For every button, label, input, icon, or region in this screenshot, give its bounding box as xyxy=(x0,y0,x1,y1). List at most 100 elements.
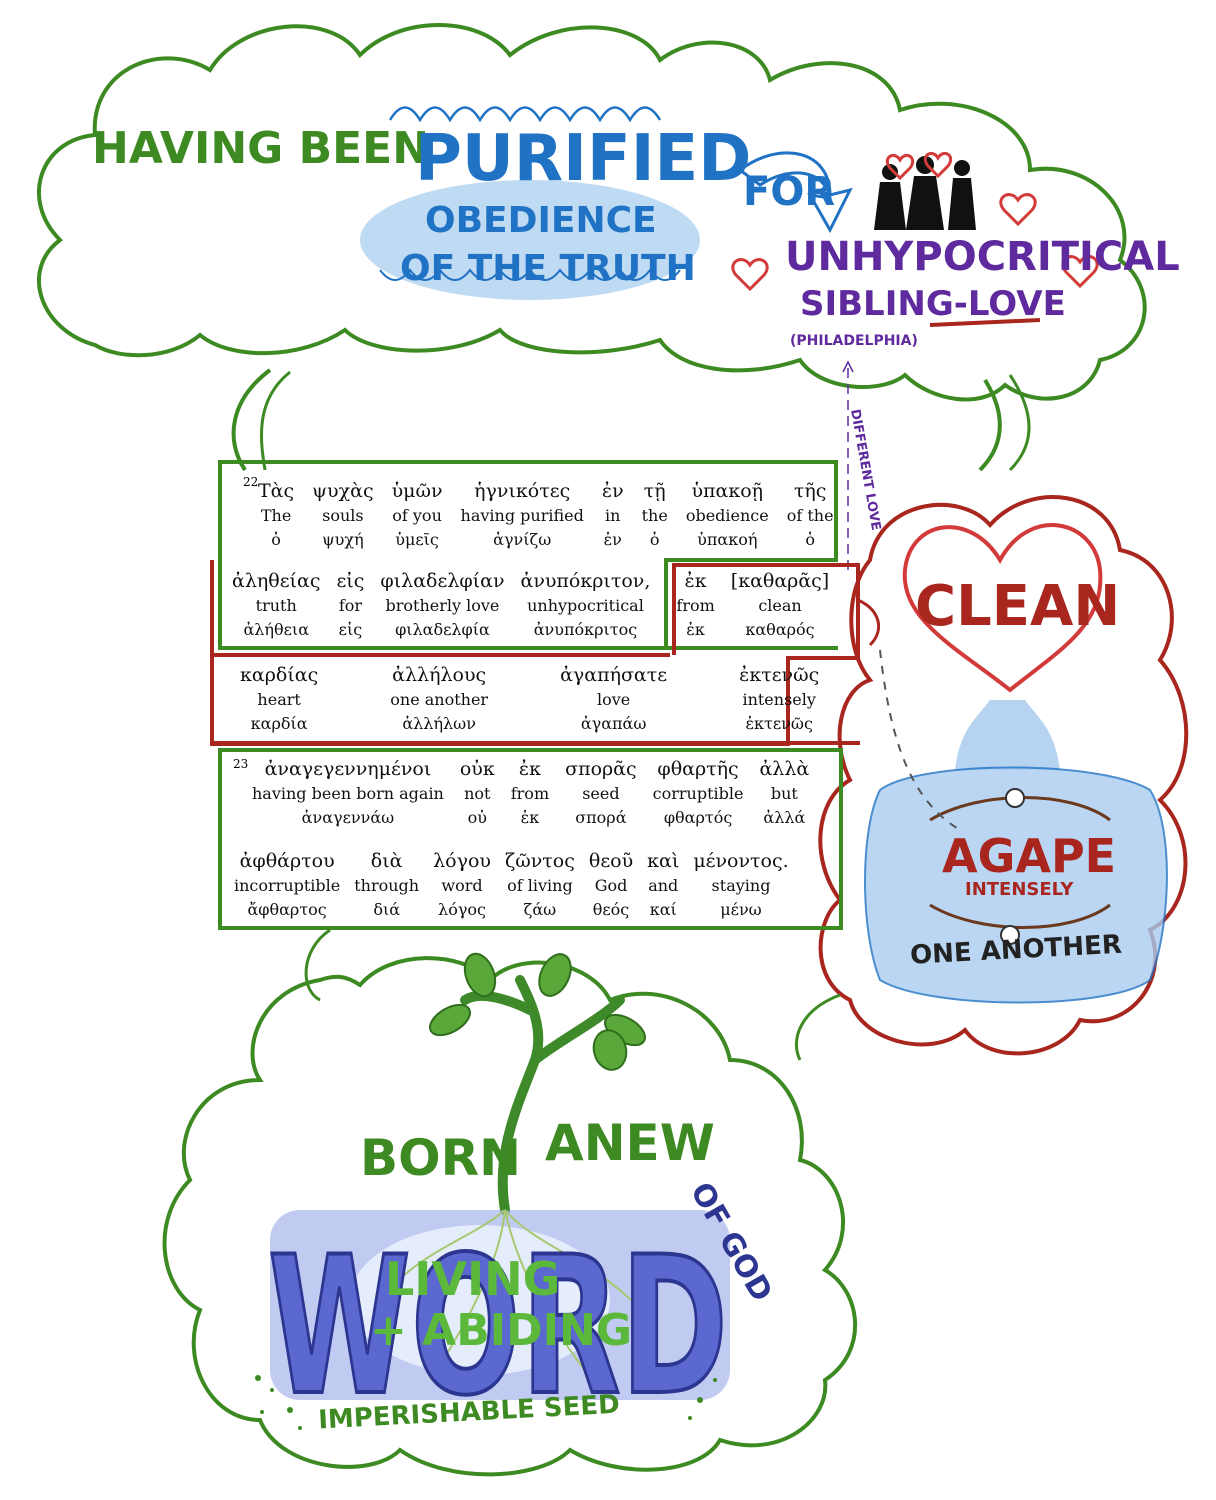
lemma: μένω xyxy=(720,900,762,919)
english-gloss: of the xyxy=(786,506,834,525)
lemma: ἀλήθεια xyxy=(243,620,309,639)
water-stream xyxy=(955,700,1060,770)
intensely-text: INTENSELY xyxy=(965,879,1074,900)
greek-word: ὑμῶν xyxy=(391,480,443,502)
greek-word: ἀναγεγεννημένοι xyxy=(264,758,432,780)
siblings-figures-icon xyxy=(874,156,976,230)
english-gloss: clean xyxy=(758,596,802,615)
top-right-connector-2 xyxy=(1008,374,1031,472)
seed-speckles xyxy=(255,1375,717,1430)
lemma: σπορά xyxy=(575,808,627,827)
lemma: ὑμεῖς xyxy=(395,530,439,549)
english-gloss: through xyxy=(354,876,420,895)
greek-word: τῆς xyxy=(793,480,827,502)
english-gloss: for xyxy=(338,596,363,615)
verse22-red-left-top xyxy=(672,563,676,655)
english-gloss: souls xyxy=(322,506,364,525)
english-gloss: one another xyxy=(390,690,489,709)
right-connector xyxy=(857,598,880,647)
lemma: ζάω xyxy=(523,900,557,919)
greek-word: ἀλλὰ xyxy=(759,758,810,780)
verse22-green-inner-step-v xyxy=(664,558,668,650)
english-gloss: incorruptible xyxy=(234,876,341,895)
lemma: ὑπακοή xyxy=(697,530,758,549)
lemma: φθαρτός xyxy=(663,808,733,827)
greek-word: ἐν xyxy=(601,480,624,502)
lemma: ὁ xyxy=(271,530,281,549)
verse22-red-top-right xyxy=(672,563,860,567)
obedience-text: OBEDIENCE xyxy=(425,200,657,241)
verse22-red-mid-step xyxy=(786,656,860,660)
greek-word: [καθαρᾶς] xyxy=(730,570,830,592)
greek-word: εἰς xyxy=(336,570,365,592)
english-gloss: The xyxy=(260,506,292,525)
love-underline xyxy=(929,318,1041,327)
love-hearts-icon xyxy=(731,152,1099,292)
lemma: λόγος xyxy=(438,900,486,919)
greek-word: ἐκτενῶς xyxy=(739,664,820,686)
verse22-box-green xyxy=(218,460,838,650)
purified-bubbles-bottom xyxy=(379,268,681,281)
lemma: ἀγαπάω xyxy=(580,714,647,733)
top-left-connector xyxy=(231,368,272,472)
clean-to-agape-arrow xyxy=(879,649,961,831)
english-gloss: intensely xyxy=(742,690,816,709)
verse23-box xyxy=(218,748,843,930)
having-been-text: HAVING BEEN xyxy=(92,123,429,174)
english-gloss: God xyxy=(594,876,628,895)
verse22-red-right-lower xyxy=(786,656,790,746)
english-gloss: love xyxy=(596,690,631,709)
bottom-cloud-outline xyxy=(162,956,858,1477)
english-gloss: staying xyxy=(711,876,771,895)
verse-23-number: 23 xyxy=(233,757,249,771)
english-gloss: from xyxy=(510,784,550,803)
english-gloss: unhypocritical xyxy=(527,596,644,615)
lemma: ἐκ xyxy=(520,808,540,827)
sibling-love-text: SIBLING-LOVE xyxy=(800,284,1066,324)
lemma: ἄφθαρτος xyxy=(247,900,327,919)
greek-word: ἀλλήλους xyxy=(392,664,487,686)
hand-icon-top xyxy=(1005,788,1025,808)
bottom-right-connector xyxy=(794,993,841,1061)
lemma: ἐκ xyxy=(686,620,705,639)
plant-roots xyxy=(379,1209,651,1391)
lemma: ψυχή xyxy=(322,530,364,549)
greek-word: φιλαδελφίαν xyxy=(380,570,505,592)
abiding-text: + ABIDING xyxy=(370,1305,632,1356)
english-gloss: but xyxy=(770,784,798,803)
greek-word: καρδίας xyxy=(240,664,319,686)
purified-text: PURIFIED xyxy=(415,122,751,196)
english-gloss: having been born again xyxy=(252,784,444,803)
different-love-arrowhead xyxy=(842,360,854,373)
greek-word: ἀνυπόκριτον, xyxy=(520,570,651,592)
english-gloss: having purified xyxy=(460,506,584,525)
english-gloss: seed xyxy=(582,784,620,803)
verse22-green-inner-step xyxy=(664,558,838,562)
verse22-red-bottom xyxy=(210,742,790,746)
verse22-red-top-left xyxy=(210,653,670,657)
greek-word: θεοῦ xyxy=(588,850,634,872)
word-text: WORD xyxy=(268,1216,728,1437)
